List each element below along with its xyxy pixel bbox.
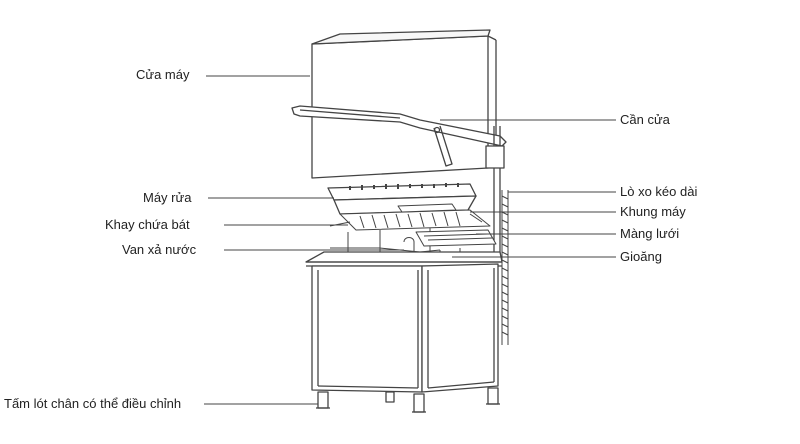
door-hood	[311, 29, 497, 179]
label-van-xa-nuoc: Van xả nước	[122, 242, 197, 257]
label-lo-xo-keo-dai: Lò xo kéo dài	[620, 184, 698, 199]
tank-top	[305, 251, 503, 267]
door-lever	[291, 105, 507, 167]
dish-rack	[329, 203, 491, 231]
label-tam-lot-chan: Tấm lót chân có thể điều chỉnh	[4, 396, 182, 411]
label-cua-may: Cửa máy	[136, 67, 190, 82]
cabinet-body	[311, 263, 499, 393]
label-gioang: Gioăng	[620, 249, 662, 264]
label-khung-may: Khung máy	[620, 204, 686, 219]
adjustable-feet	[316, 387, 500, 413]
tension-spring	[501, 190, 509, 345]
lever-post	[485, 126, 505, 258]
leader-lines	[204, 75, 616, 405]
label-may-rua: Máy rửa	[143, 190, 192, 205]
label-khay-chua-bat: Khay chứa bát	[105, 217, 190, 232]
label-mang-luoi: Màng lưới	[620, 226, 680, 241]
label-can-cua: Cần cửa	[620, 112, 670, 127]
